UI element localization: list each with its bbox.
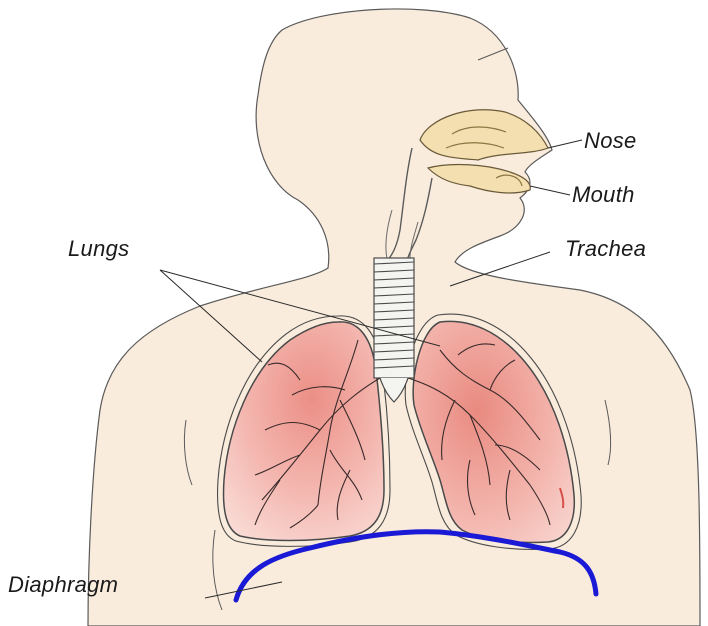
diaphragm-label: Diaphragm (8, 572, 118, 598)
mouth-label: Mouth (572, 182, 635, 208)
nose-label: Nose (584, 128, 637, 154)
trachea-label: Trachea (565, 236, 646, 262)
lungs-label: Lungs (68, 236, 129, 262)
